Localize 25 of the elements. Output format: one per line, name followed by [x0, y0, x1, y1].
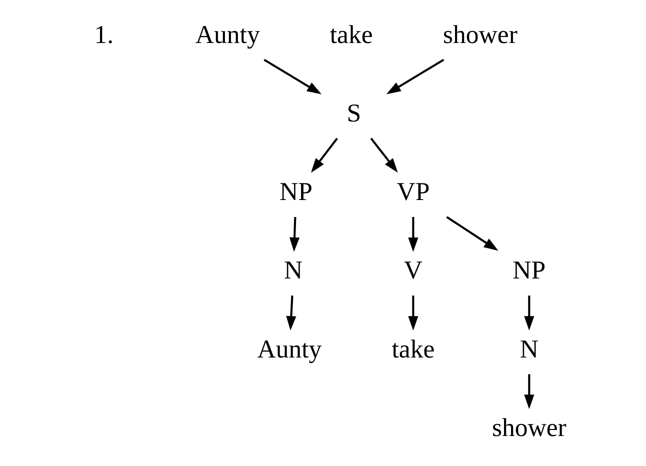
arrow: [310, 138, 338, 173]
arrow: [370, 138, 398, 173]
label: take: [330, 20, 373, 49]
node-text: take: [392, 334, 435, 364]
arrow: [446, 216, 498, 251]
node-text: S: [346, 98, 362, 128]
node-text: Aunty: [195, 20, 260, 49]
arrow: [289, 216, 300, 252]
arrow: [264, 58, 322, 94]
node-text: NP: [279, 177, 312, 206]
label: 1.: [94, 20, 114, 49]
node-text: V: [404, 256, 423, 285]
arrow: [386, 58, 444, 94]
arrow: [286, 296, 296, 331]
node-text: NP: [512, 256, 546, 285]
node-text: N: [520, 334, 538, 364]
arrow: [408, 296, 418, 331]
arrow: [524, 296, 534, 331]
node-text: N: [284, 256, 303, 285]
node-text: shower: [442, 20, 518, 49]
node-text: shower: [492, 412, 566, 442]
arrow: [524, 374, 534, 410]
arrow: [408, 216, 418, 252]
node-text: Aunty: [257, 334, 322, 364]
node-text: VP: [396, 177, 430, 206]
